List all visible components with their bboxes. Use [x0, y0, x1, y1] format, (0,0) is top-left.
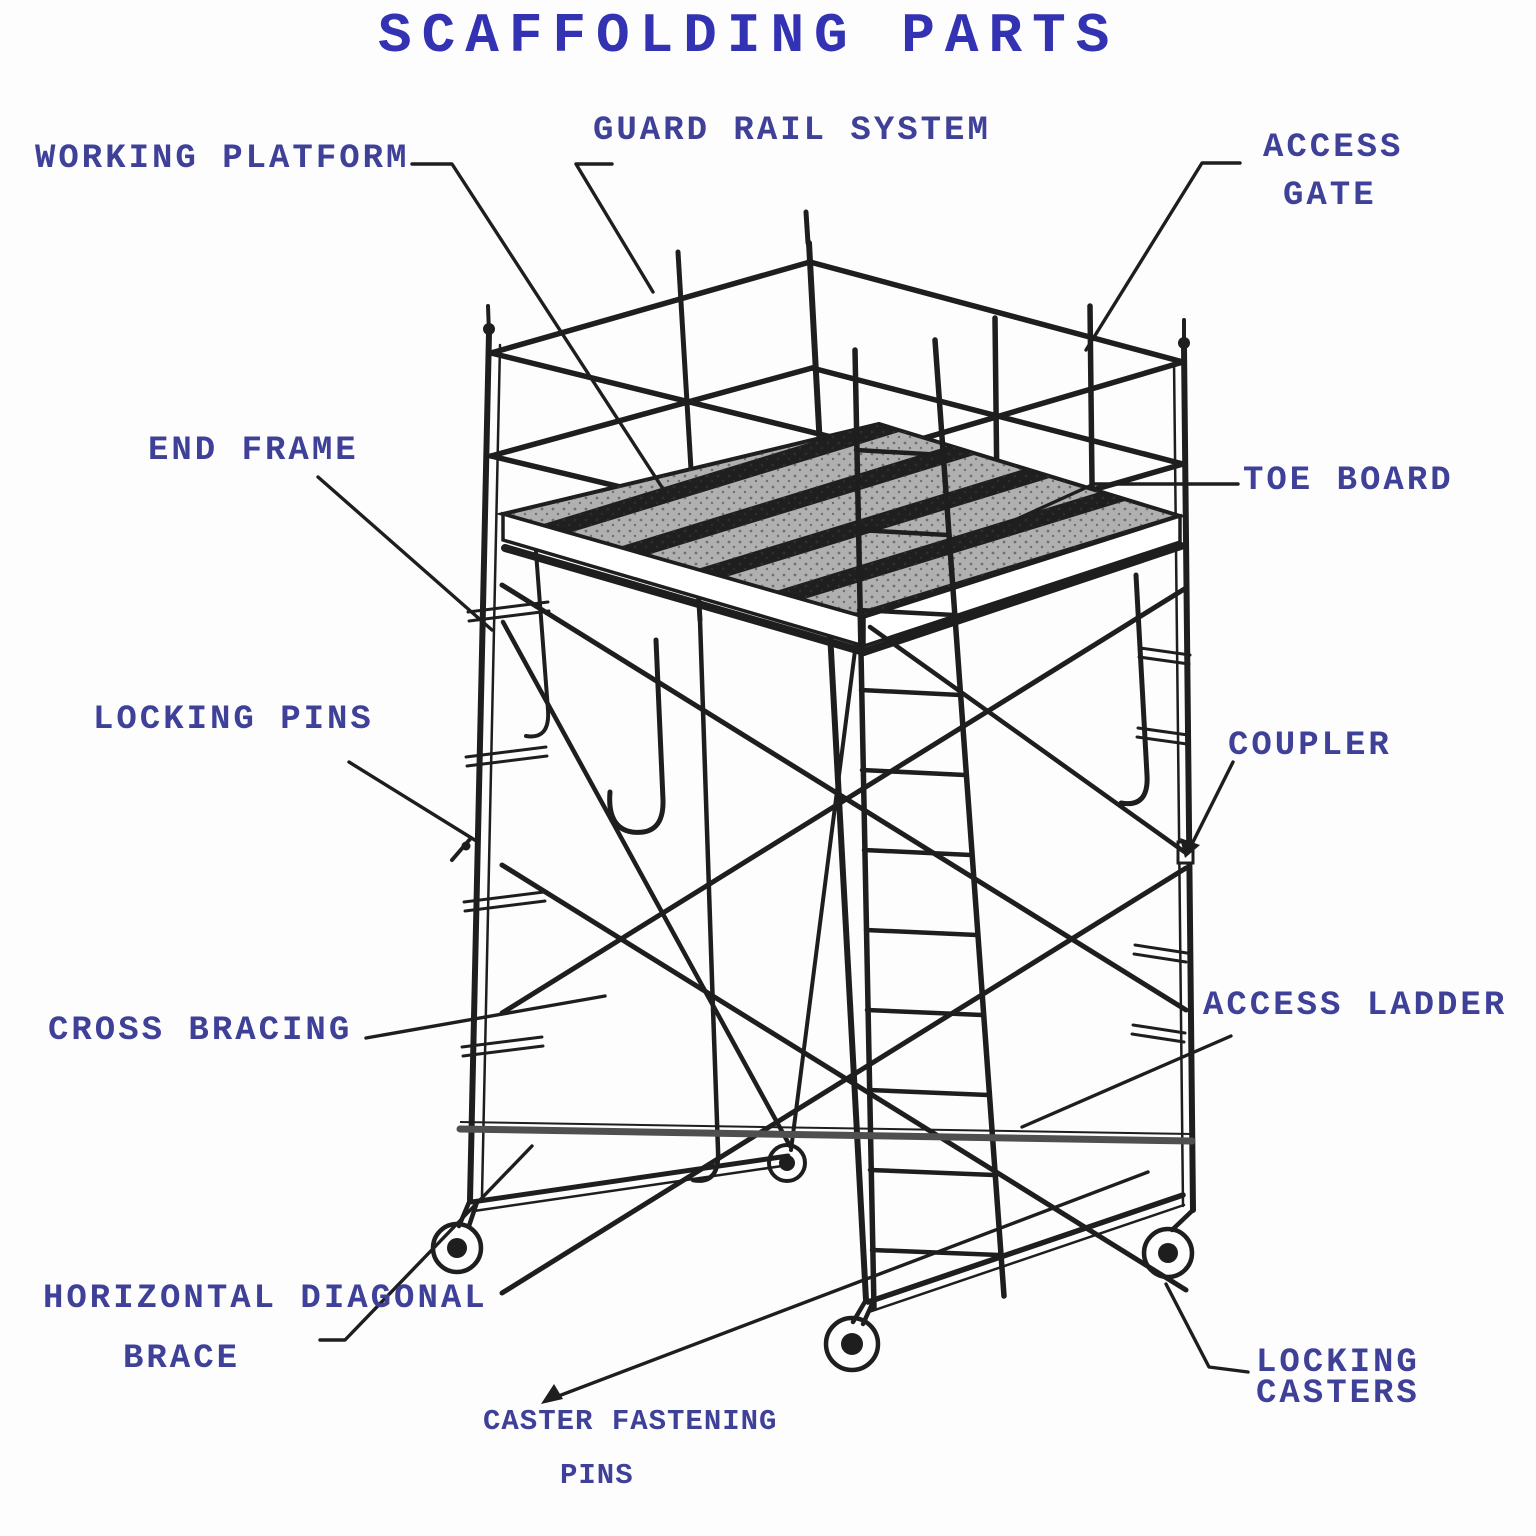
working-platform-drawing — [495, 421, 1187, 656]
label-caster-fastening-pins-line2: PINS — [560, 1459, 634, 1492]
leader-end-frame — [316, 475, 494, 632]
locking-pin-drawing — [450, 836, 473, 862]
label-access-ladder: ACCESS LADDER — [1203, 987, 1508, 1025]
leader-lines — [316, 161, 1250, 1404]
label-horizontal-diagonal-brace-line1: HORIZONTAL DIAGONAL — [43, 1280, 488, 1318]
label-access-gate-line1: ACCESS — [1263, 129, 1404, 167]
label-working-platform: WORKING PLATFORM — [35, 140, 410, 178]
end-frame-rungs — [450, 550, 1195, 1183]
page-title: SCAFFOLDING PARTS — [378, 4, 1120, 68]
leader-guard-rail-system — [574, 162, 655, 294]
label-horizontal-diagonal-brace-line2: BRACE — [123, 1340, 241, 1378]
leader-caster-fastening-pins — [546, 1170, 1150, 1402]
leader-coupler — [1187, 760, 1235, 852]
leader-working-platform — [410, 162, 669, 497]
cross-bracing-drawing — [499, 582, 1189, 1296]
label-caster-fastening-pins-line1: CASTER FASTENING — [483, 1405, 778, 1438]
label-coupler: COUPLER — [1228, 727, 1392, 765]
scaffold-drawing — [430, 209, 1196, 1373]
label-locking-casters-line1: LOCKING — [1256, 1344, 1420, 1382]
leader-access-ladder — [1020, 1034, 1233, 1129]
label-locking-pins: LOCKING PINS — [93, 701, 374, 739]
label-end-frame: END FRAME — [148, 432, 359, 470]
locking-pin-drawing — [461, 841, 471, 851]
leader-caster-fastening-pins-arrowhead — [541, 1384, 563, 1404]
label-locking-casters-line2: CASTERS — [1256, 1375, 1420, 1413]
leader-locking-pins — [347, 760, 480, 844]
label-guard-rail-system: GUARD RAIL SYSTEM — [593, 112, 991, 150]
leader-toe-board — [1004, 482, 1240, 526]
locking-casters-drawing — [430, 1143, 1196, 1373]
leader-cross-bracing — [364, 994, 607, 1040]
leader-horizontal-diagonal-brace — [318, 1144, 534, 1342]
leader-locking-casters — [1164, 1282, 1250, 1374]
label-access-gate-line2: GATE — [1283, 177, 1377, 215]
leader-access-gate — [1084, 161, 1242, 352]
horizontal-diagonal-brace-drawing — [456, 1121, 1196, 1145]
base-rails — [469, 1153, 1186, 1314]
leader-coupler-arrowhead — [1180, 838, 1200, 858]
label-cross-bracing: CROSS BRACING — [48, 1012, 353, 1050]
label-toe-board: TOE BOARD — [1243, 462, 1454, 500]
